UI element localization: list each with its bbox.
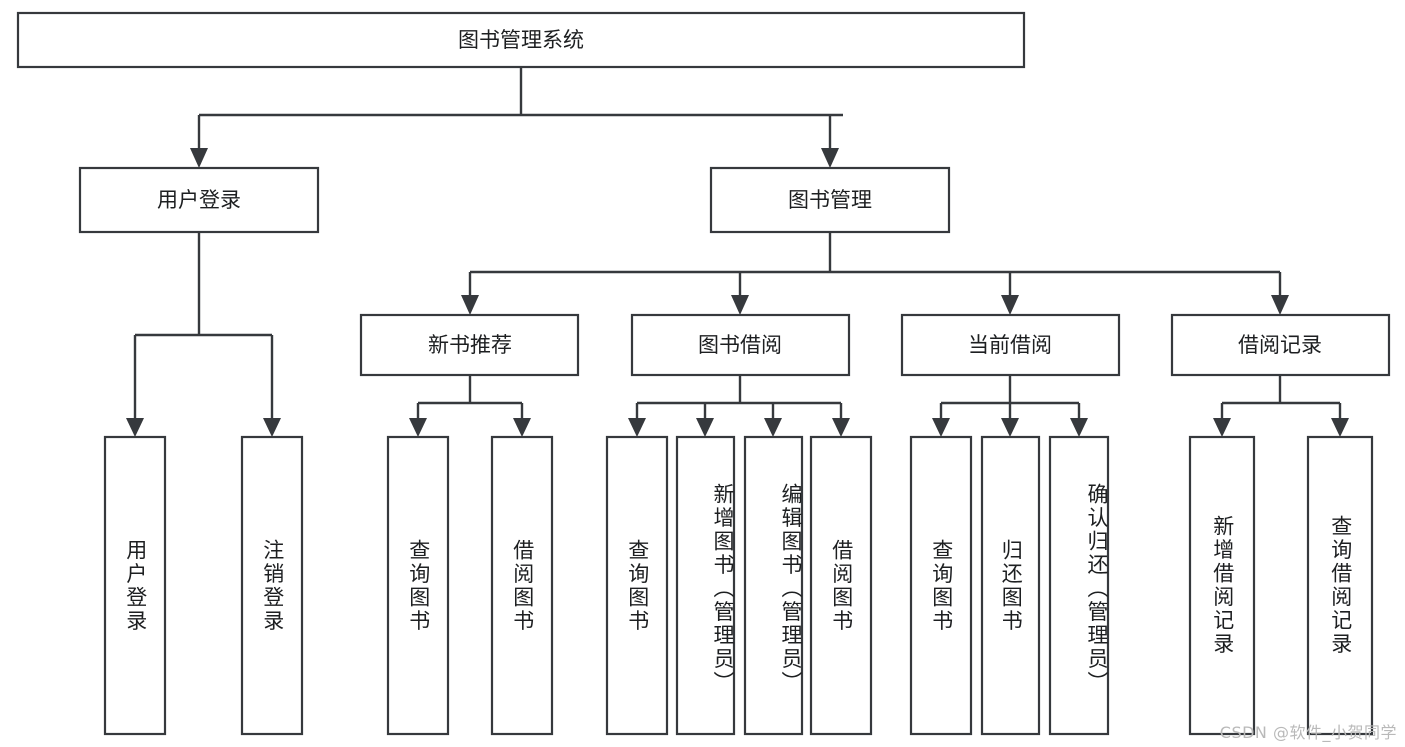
node-book-management[interactable]: 图书管理 (709, 166, 951, 234)
leaf-box-new-book-2[interactable] (490, 435, 554, 736)
node-borrow-records[interactable]: 借阅记录 (1170, 313, 1391, 377)
leaf-box-user-login-2[interactable] (240, 435, 304, 736)
arrowhead-user-login (190, 148, 208, 168)
node-borrow-records-box[interactable] (1170, 313, 1391, 377)
arrowhead-records-leaf-2 (1331, 418, 1349, 437)
node-user-login-box[interactable] (78, 166, 320, 234)
arrowhead-current-leaf-1 (932, 418, 950, 437)
leaf-box-current-borrow-1[interactable] (909, 435, 973, 736)
arrowhead-records-leaf-1 (1213, 418, 1231, 437)
arrowhead-leaf-logout (263, 418, 281, 437)
arrowhead-newbook-leaf-2 (513, 418, 531, 437)
leaf-box-book-borrow-2[interactable] (675, 435, 736, 736)
node-new-book-recommend-box[interactable] (359, 313, 580, 377)
arrowhead-book-manage (821, 148, 839, 168)
arrowhead-borrow-leaf-2 (696, 418, 714, 437)
arrowhead-borrow-leaf-4 (832, 418, 850, 437)
node-user-login[interactable]: 用户登录 (78, 166, 320, 234)
leaf-box-book-borrow-4[interactable] (809, 435, 873, 736)
arrowhead-newbook-leaf-1 (409, 418, 427, 437)
node-book-management-box[interactable] (709, 166, 951, 234)
arrowhead-book-borrow (731, 295, 749, 315)
arrowhead-borrow-records (1271, 295, 1289, 315)
arrowhead-borrow-leaf-1 (628, 418, 646, 437)
node-user-login-label: 用户登录 (157, 188, 241, 212)
leaf-box-borrow-records-1[interactable] (1188, 435, 1256, 736)
arrowhead-current-leaf-2 (1001, 418, 1019, 437)
node-new-book-recommend-label: 新书推荐 (428, 333, 512, 357)
node-current-borrow-label: 当前借阅 (968, 333, 1052, 357)
arrowhead-borrow-leaf-3 (764, 418, 782, 437)
node-root-label: 图书管理系统 (458, 28, 584, 52)
node-root[interactable]: 图书管理系统 (16, 11, 1026, 69)
leaf-box-current-borrow-2[interactable] (980, 435, 1041, 736)
arrowhead-current-borrow (1001, 295, 1019, 315)
node-book-borrow-box[interactable] (630, 313, 851, 377)
node-root-box[interactable] (16, 11, 1026, 69)
node-new-book-recommend[interactable]: 新书推荐 (359, 313, 580, 377)
leaf-box-book-borrow-1[interactable] (605, 435, 669, 736)
node-borrow-records-label: 借阅记录 (1238, 333, 1322, 357)
node-book-management-label: 图书管理 (788, 188, 872, 212)
arrowhead-current-leaf-3 (1070, 418, 1088, 437)
leaf-box-borrow-records-2[interactable] (1306, 435, 1374, 736)
leaf-box-book-borrow-3[interactable] (743, 435, 804, 736)
node-book-borrow[interactable]: 图书借阅 (630, 313, 851, 377)
connector-layer (126, 67, 1349, 437)
node-book-borrow-label: 图书借阅 (698, 333, 782, 357)
leaf-box-current-borrow-3[interactable] (1048, 435, 1110, 736)
node-current-borrow[interactable]: 当前借阅 (900, 313, 1121, 377)
arrowhead-leaf-user-login (126, 418, 144, 437)
arrowhead-new-book (461, 295, 479, 315)
node-current-borrow-box[interactable] (900, 313, 1121, 377)
leaf-box-new-book-1[interactable] (386, 435, 450, 736)
leaf-box-user-login-1[interactable] (103, 435, 167, 736)
csdn-watermark: CSDN @软件_小贺同学 (1219, 723, 1397, 742)
